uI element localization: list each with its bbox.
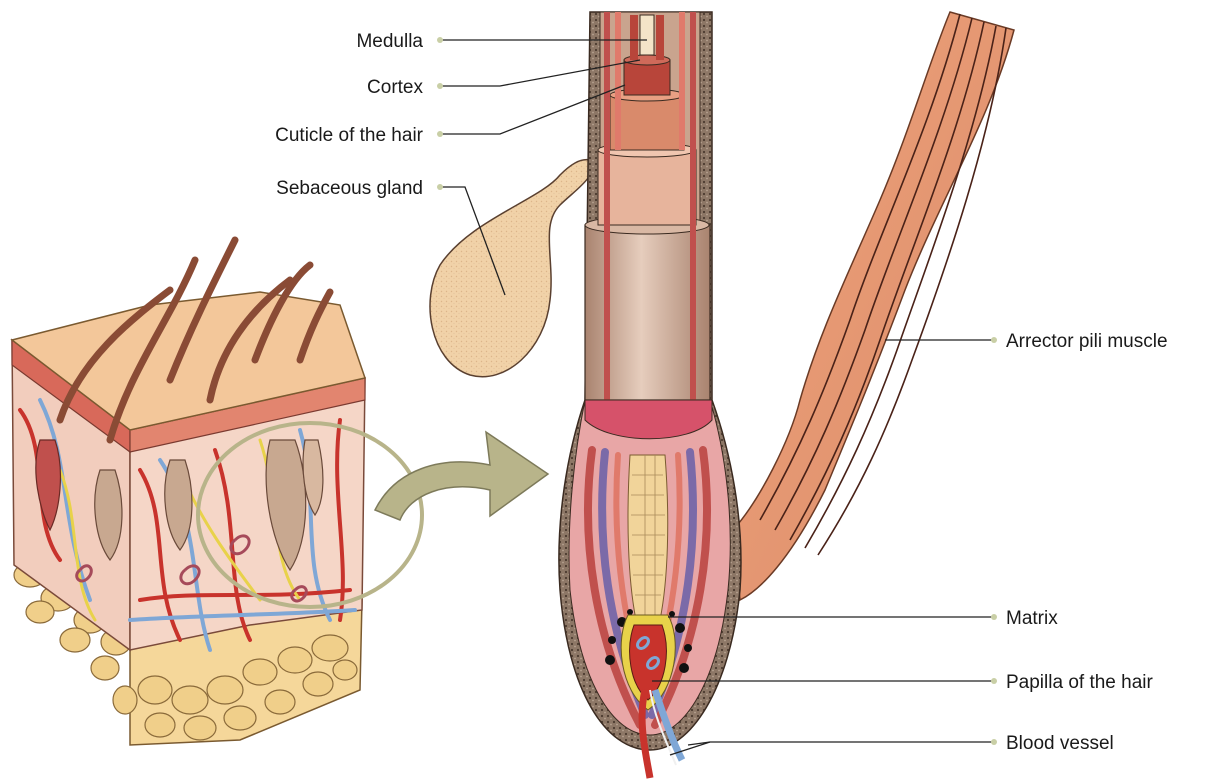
label-matrix: Matrix <box>1006 608 1058 629</box>
label-cuticle: Cuticle of the hair <box>275 125 424 146</box>
hair-follicle <box>559 12 741 778</box>
arrector-pili-muscle <box>733 12 1014 600</box>
label-arrector-pili: Arrector pili muscle <box>1006 331 1168 352</box>
magnify-arrow <box>375 432 548 520</box>
label-medulla: Medulla <box>356 31 423 52</box>
sebaceous-gland <box>430 160 592 377</box>
skin-cross-section <box>12 240 422 745</box>
label-sebaceous-gland: Sebaceous gland <box>276 178 423 199</box>
label-blood-vessel: Blood vessel <box>1006 733 1114 754</box>
label-cortex: Cortex <box>367 77 423 98</box>
label-papilla: Papilla of the hair <box>1006 672 1153 693</box>
